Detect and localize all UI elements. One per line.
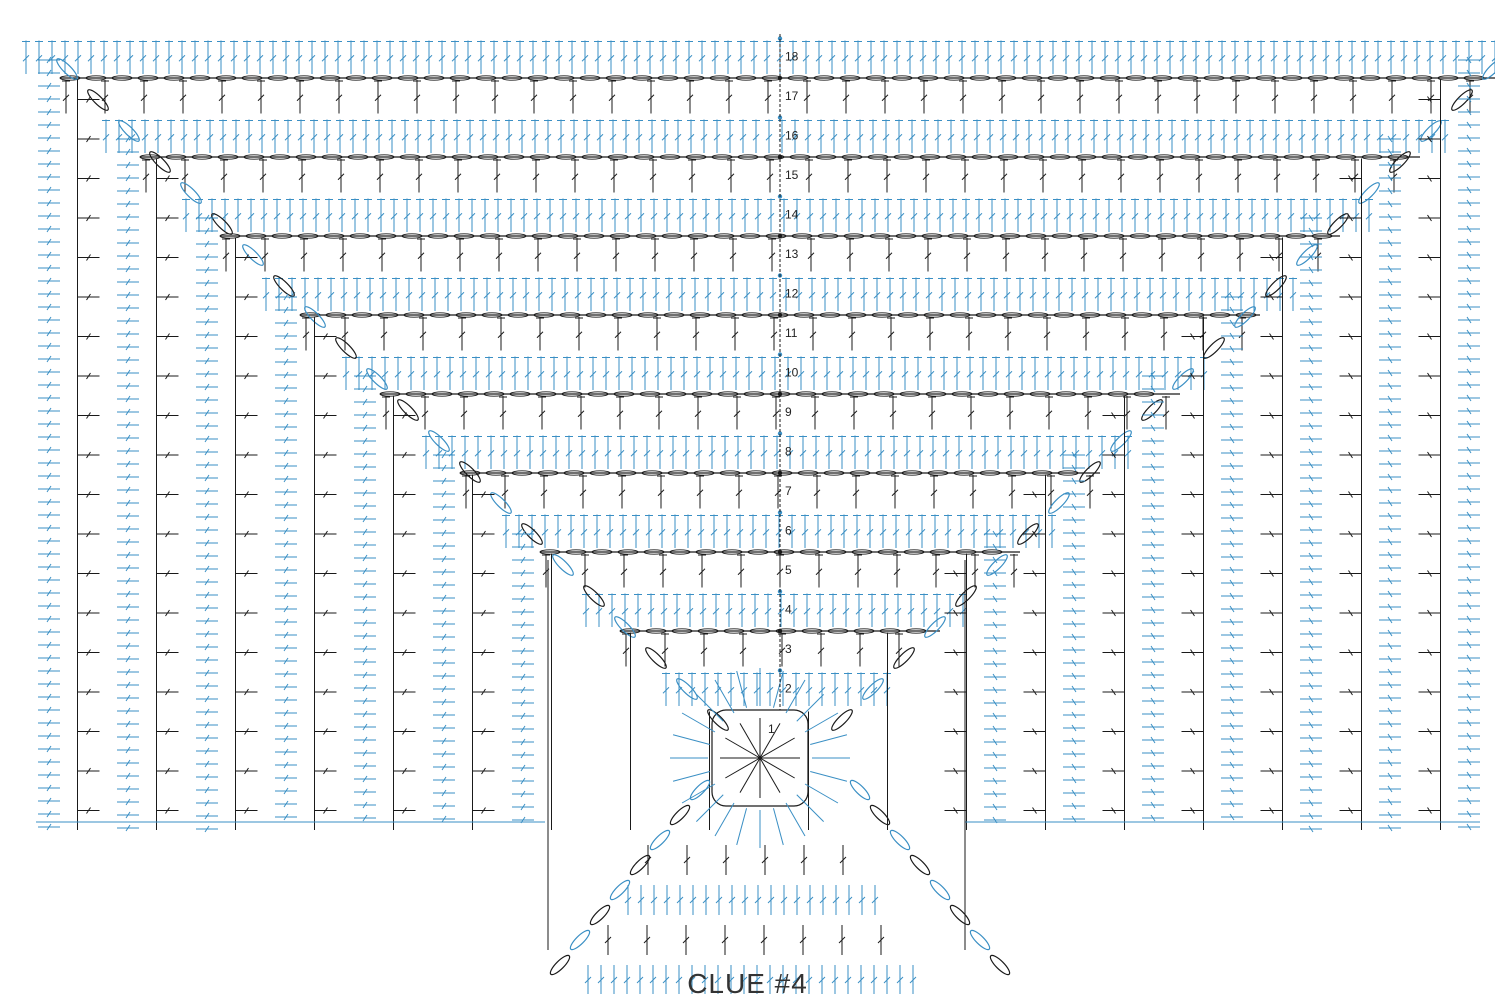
lower-chain-left	[588, 903, 612, 927]
corner-chain-right	[1449, 87, 1474, 112]
round-two-spoke	[673, 771, 710, 781]
lower-chain-right	[888, 828, 912, 852]
row-number-label: 1	[768, 722, 775, 736]
lower-chain-left	[688, 778, 712, 802]
corner-chain-left	[674, 676, 699, 701]
lower-chain-left	[648, 828, 672, 852]
lower-chain-right	[908, 853, 932, 877]
corner-chain-right	[922, 614, 947, 639]
round-two-spoke	[737, 808, 747, 845]
row-number-label: 10	[785, 366, 799, 380]
row-number-label: 6	[785, 524, 792, 538]
lower-chain-right	[928, 878, 952, 902]
corner-chain-right	[1108, 428, 1133, 453]
corner-chain-left	[147, 149, 172, 174]
round-two-spoke	[673, 735, 710, 745]
row-number-label: 12	[785, 287, 799, 301]
corner-chain-right	[1325, 211, 1350, 236]
center-spoke	[760, 758, 795, 778]
round-two-spoke	[810, 771, 847, 781]
row-number-label: 16	[785, 129, 799, 143]
corner-chain-left	[395, 397, 420, 422]
center-spoke	[740, 758, 760, 793]
row-number-label: 11	[785, 326, 798, 340]
center-spoke	[740, 723, 760, 758]
corner-chain-left	[550, 552, 575, 577]
center-spoke	[725, 758, 760, 778]
row-number-label: 4	[785, 603, 792, 617]
round-two-spoke	[715, 803, 734, 836]
row-number-label: 18	[785, 50, 799, 64]
center-spoke	[760, 738, 795, 758]
stitch-layer	[22, 34, 1495, 994]
corner-chain-right	[1418, 118, 1443, 143]
round-two-spoke	[805, 784, 838, 803]
corner-chain-right	[891, 645, 916, 670]
corner-chain-right	[1170, 366, 1195, 391]
row-number-label: 5	[785, 563, 792, 577]
row-number-label: 14	[785, 208, 799, 222]
lower-chain-left	[568, 928, 592, 952]
round-two-spoke	[797, 694, 824, 721]
row-number-label: 8	[785, 445, 792, 459]
center-spoke	[725, 738, 760, 758]
corner-chain-left	[364, 366, 389, 391]
row-number-label: 7	[785, 484, 792, 498]
corner-chain-left	[240, 242, 265, 267]
corner-chain-right	[860, 676, 885, 701]
round-two-spoke	[797, 795, 824, 822]
lower-chain-right	[868, 803, 892, 827]
center-spoke	[760, 758, 780, 793]
round-two-spoke	[786, 803, 805, 836]
lower-chain-right	[848, 778, 872, 802]
round-two-spoke	[773, 671, 783, 708]
row-number-label: 3	[785, 642, 792, 656]
corner-chain-right	[829, 707, 854, 732]
row-number-label: 2	[785, 682, 792, 696]
row-number-label: 17	[785, 89, 799, 103]
lower-chain-right	[948, 903, 972, 927]
lower-chain-right	[968, 928, 992, 952]
row-number-label: 9	[785, 405, 792, 419]
row-number-label: 13	[785, 247, 799, 261]
round-two-spoke	[805, 713, 838, 732]
row-number-label: 15	[785, 168, 799, 182]
corner-chain-right	[1294, 242, 1319, 267]
corner-chain-left	[178, 180, 203, 205]
corner-chain-right	[1201, 335, 1226, 360]
round-two-spoke	[682, 784, 715, 803]
round-two-spoke	[773, 808, 783, 845]
round-two-spoke	[810, 735, 847, 745]
lower-chain-left	[668, 803, 692, 827]
corner-chain-right	[984, 552, 1009, 577]
chart-caption: CLUE #4	[0, 968, 1495, 1000]
